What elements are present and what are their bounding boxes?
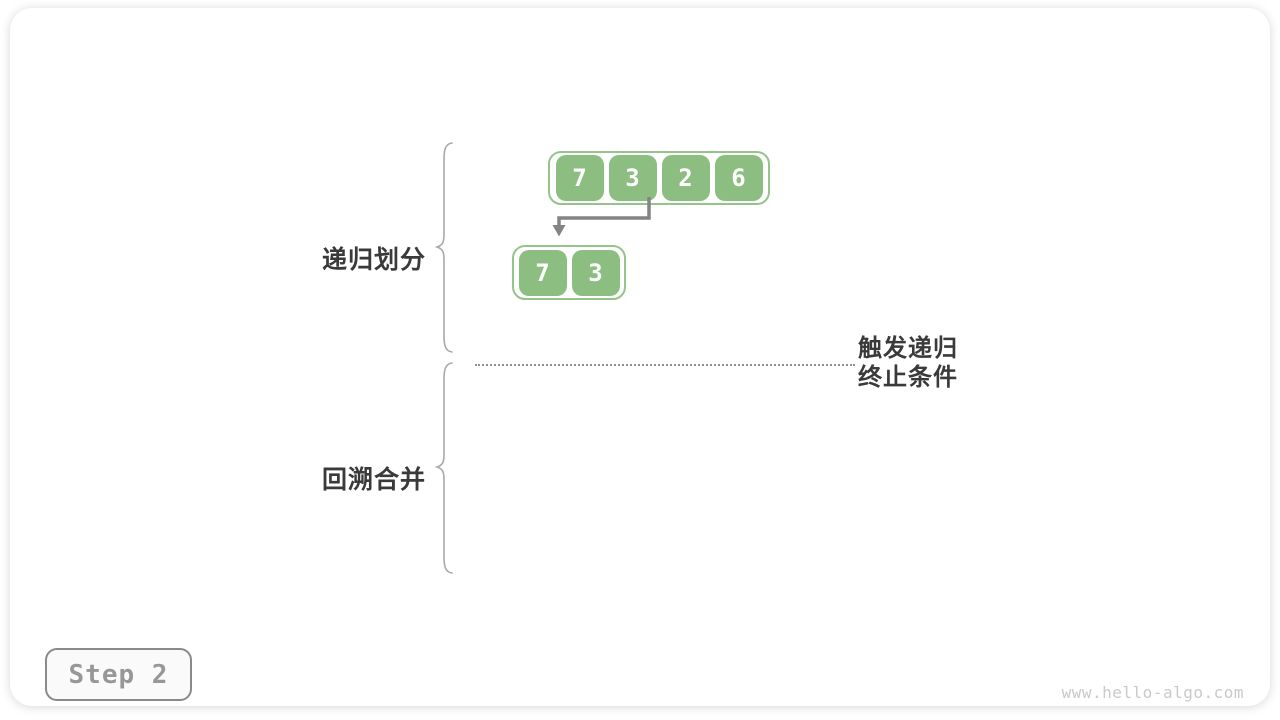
termination-annotation: 触发递归 终止条件 [858, 334, 958, 392]
array-cell: 6 [714, 155, 763, 201]
watermark: www.hello-algo.com [1061, 683, 1244, 702]
array-container-73: 7 3 [512, 245, 626, 300]
step-badge: Step 2 [45, 648, 192, 701]
array-cell: 7 [555, 155, 604, 201]
phase-label-recursive-partition: 递归划分 [321, 246, 426, 274]
figure-card: 7 3 2 6 7 3 递归划分 回溯合并 触发递归 终止条件 Step 2 w… [10, 8, 1270, 706]
phase-label-backtrack-merge: 回溯合并 [321, 466, 426, 494]
array-cell: 3 [608, 155, 657, 201]
array-cell: 2 [661, 155, 710, 201]
termination-dotted-line [475, 364, 855, 366]
array-cell: 3 [571, 249, 620, 296]
termination-annotation-line2: 终止条件 [858, 364, 958, 391]
array-cell: 7 [518, 249, 567, 296]
array-container-7326: 7 3 2 6 [548, 151, 770, 205]
termination-annotation-line1: 触发递归 [858, 335, 958, 362]
